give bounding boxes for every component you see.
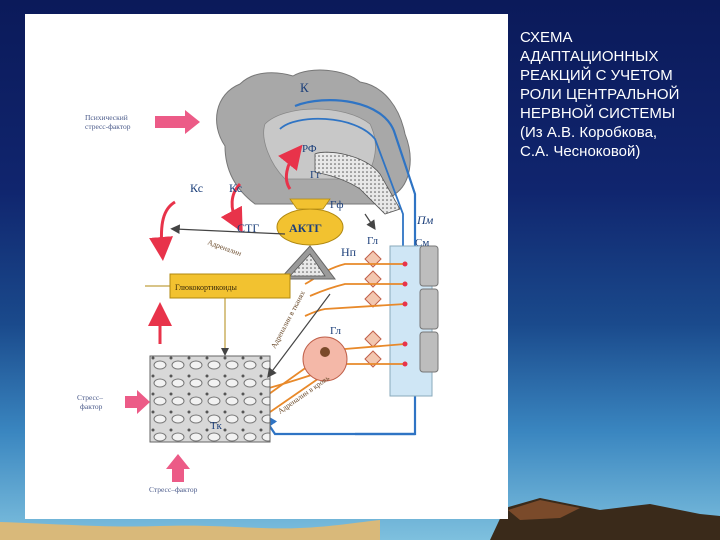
label-aktg: АКТГ [289, 221, 322, 235]
hormone-arrows [170, 213, 376, 378]
label-gf: Гф [330, 199, 344, 211]
stress-arrow-left [125, 390, 150, 414]
slide-caption: СХЕМА АДАПТАЦИОННЫХ РЕАКЦИЙ С УЧЕТОМ РОЛ… [520, 28, 712, 161]
label-ke-right: Кс [229, 181, 242, 195]
caption-line: РЕАКЦИЙ С УЧЕТОМ [520, 67, 673, 84]
label-gg: Гг [310, 169, 321, 181]
diagram-figure: К РФ Гг Гф Кс Кс СТГ АКТГ Пм Нп Гл См Гл… [25, 14, 508, 519]
label-stress-bottom: Стресс–фактор [149, 485, 198, 494]
label-adrenaline-blood: Адреналин в кровь [276, 373, 332, 416]
label-k: К [300, 80, 309, 95]
feedback-arrows [148, 144, 303, 344]
reticular-formation [314, 151, 401, 215]
coeliac-ganglion [302, 336, 348, 382]
nerve-path-3 [260, 411, 415, 436]
caption-line: АДАПТАЦИОННЫХ [520, 48, 659, 65]
stress-arrow-bottom [166, 454, 190, 482]
label-adrenaline: Адреналин [206, 237, 242, 258]
nerve-dots [402, 261, 408, 367]
tissue-block [149, 355, 271, 443]
caption-line: С.А. Чесноковой) [520, 143, 641, 160]
landscape-decoration [0, 498, 720, 540]
label-tk: Тк [210, 420, 222, 432]
caption-line: СХЕМА [520, 29, 573, 46]
caption-line: РОЛИ ЦЕНТРАЛЬНОЙ [520, 86, 680, 103]
ganglion-core [320, 347, 330, 357]
label-sm: См [415, 237, 429, 249]
psych-stress-arrow [155, 110, 200, 134]
nerve-path-2 [279, 117, 411, 262]
label-glucocorticoids: Глюкокортикоиды [175, 283, 237, 292]
label-gl-top: Гл [367, 235, 379, 247]
caption-line: (Из А.В. Коробкова, [520, 124, 658, 141]
label-gl-bottom: Гл [330, 325, 342, 337]
label-np: Нп [341, 245, 357, 259]
label-psych-stress-1: Психический [85, 113, 128, 122]
label-stg: СТГ [237, 221, 259, 235]
sympathetic-ganglia [364, 250, 382, 368]
label-pm: Пм [416, 213, 434, 227]
nerve-path-1 [294, 99, 417, 436]
vertebrae [419, 245, 439, 373]
stress-input-arrows [125, 110, 200, 482]
label-stress-left-1: Стресс– [77, 393, 103, 402]
label-stress-left-2: фактор [80, 402, 103, 411]
label-ke-left: Кс [190, 181, 203, 195]
label-psych-stress-2: стресс-фактор [85, 122, 131, 131]
label-rf: РФ [302, 143, 317, 155]
adaptation-scheme-diagram: К РФ Гг Гф Кс Кс СТГ АКТГ Пм Нп Гл См Гл… [77, 69, 439, 494]
caption-line: НЕРВНОЙ СИСТЕМЫ [520, 105, 676, 122]
